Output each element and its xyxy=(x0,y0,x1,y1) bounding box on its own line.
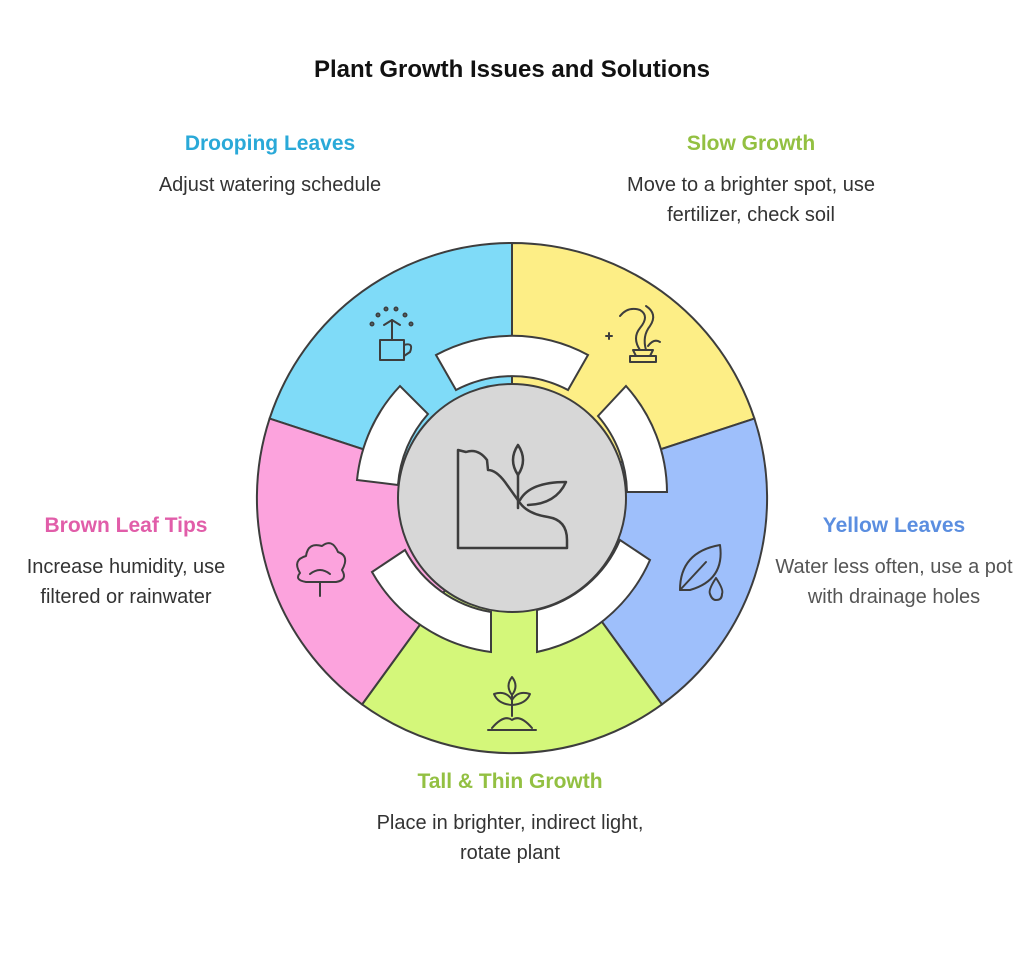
cloud-plant-icon xyxy=(296,542,347,597)
snake-plant-icon xyxy=(605,305,661,363)
segment-tall xyxy=(360,496,664,755)
leaf-drop-icon xyxy=(679,544,724,601)
brown-leaf-tips-title: Brown Leaf Tips xyxy=(44,514,208,537)
inner-ring xyxy=(355,334,669,654)
plant-growth-icon xyxy=(456,443,569,550)
tall-thin-growth-title: Tall & Thin Growth xyxy=(417,770,603,793)
brown-leaf-tips-label: Brown Leaf Tips Increase humidity, use f… xyxy=(10,512,242,612)
drooping-leaves-label: Drooping Leaves Adjust watering schedule xyxy=(150,130,390,200)
tall-thin-growth-label: Tall & Thin Growth Place in brighter, in… xyxy=(350,768,670,868)
sprout-icon xyxy=(487,676,537,731)
page-title: Plant Growth Issues and Solutions xyxy=(313,56,711,83)
slow-growth-label: Slow Growth Move to a brighter spot, use… xyxy=(620,130,882,230)
watering-can-icon xyxy=(369,306,414,361)
slow-growth-solution: Move to a brighter spot, use fertilizer,… xyxy=(627,174,875,226)
drooping-leaves-title: Drooping Leaves xyxy=(184,132,356,155)
center-circle xyxy=(397,383,627,613)
yellow-leaves-title: Yellow Leaves xyxy=(822,514,966,537)
tall-thin-growth-solution: Place in brighter, indirect light, rotat… xyxy=(376,812,644,864)
drooping-leaves-solution: Adjust watering schedule xyxy=(158,174,382,196)
yellow-leaves-label: Yellow Leaves Water less often, use a po… xyxy=(772,512,1016,612)
brown-leaf-tips-solution: Increase humidity, use filtered or rainw… xyxy=(26,556,226,608)
yellow-leaves-solution: Water less often, use a pot with drainag… xyxy=(775,556,1013,608)
slow-growth-title: Slow Growth xyxy=(686,132,816,155)
